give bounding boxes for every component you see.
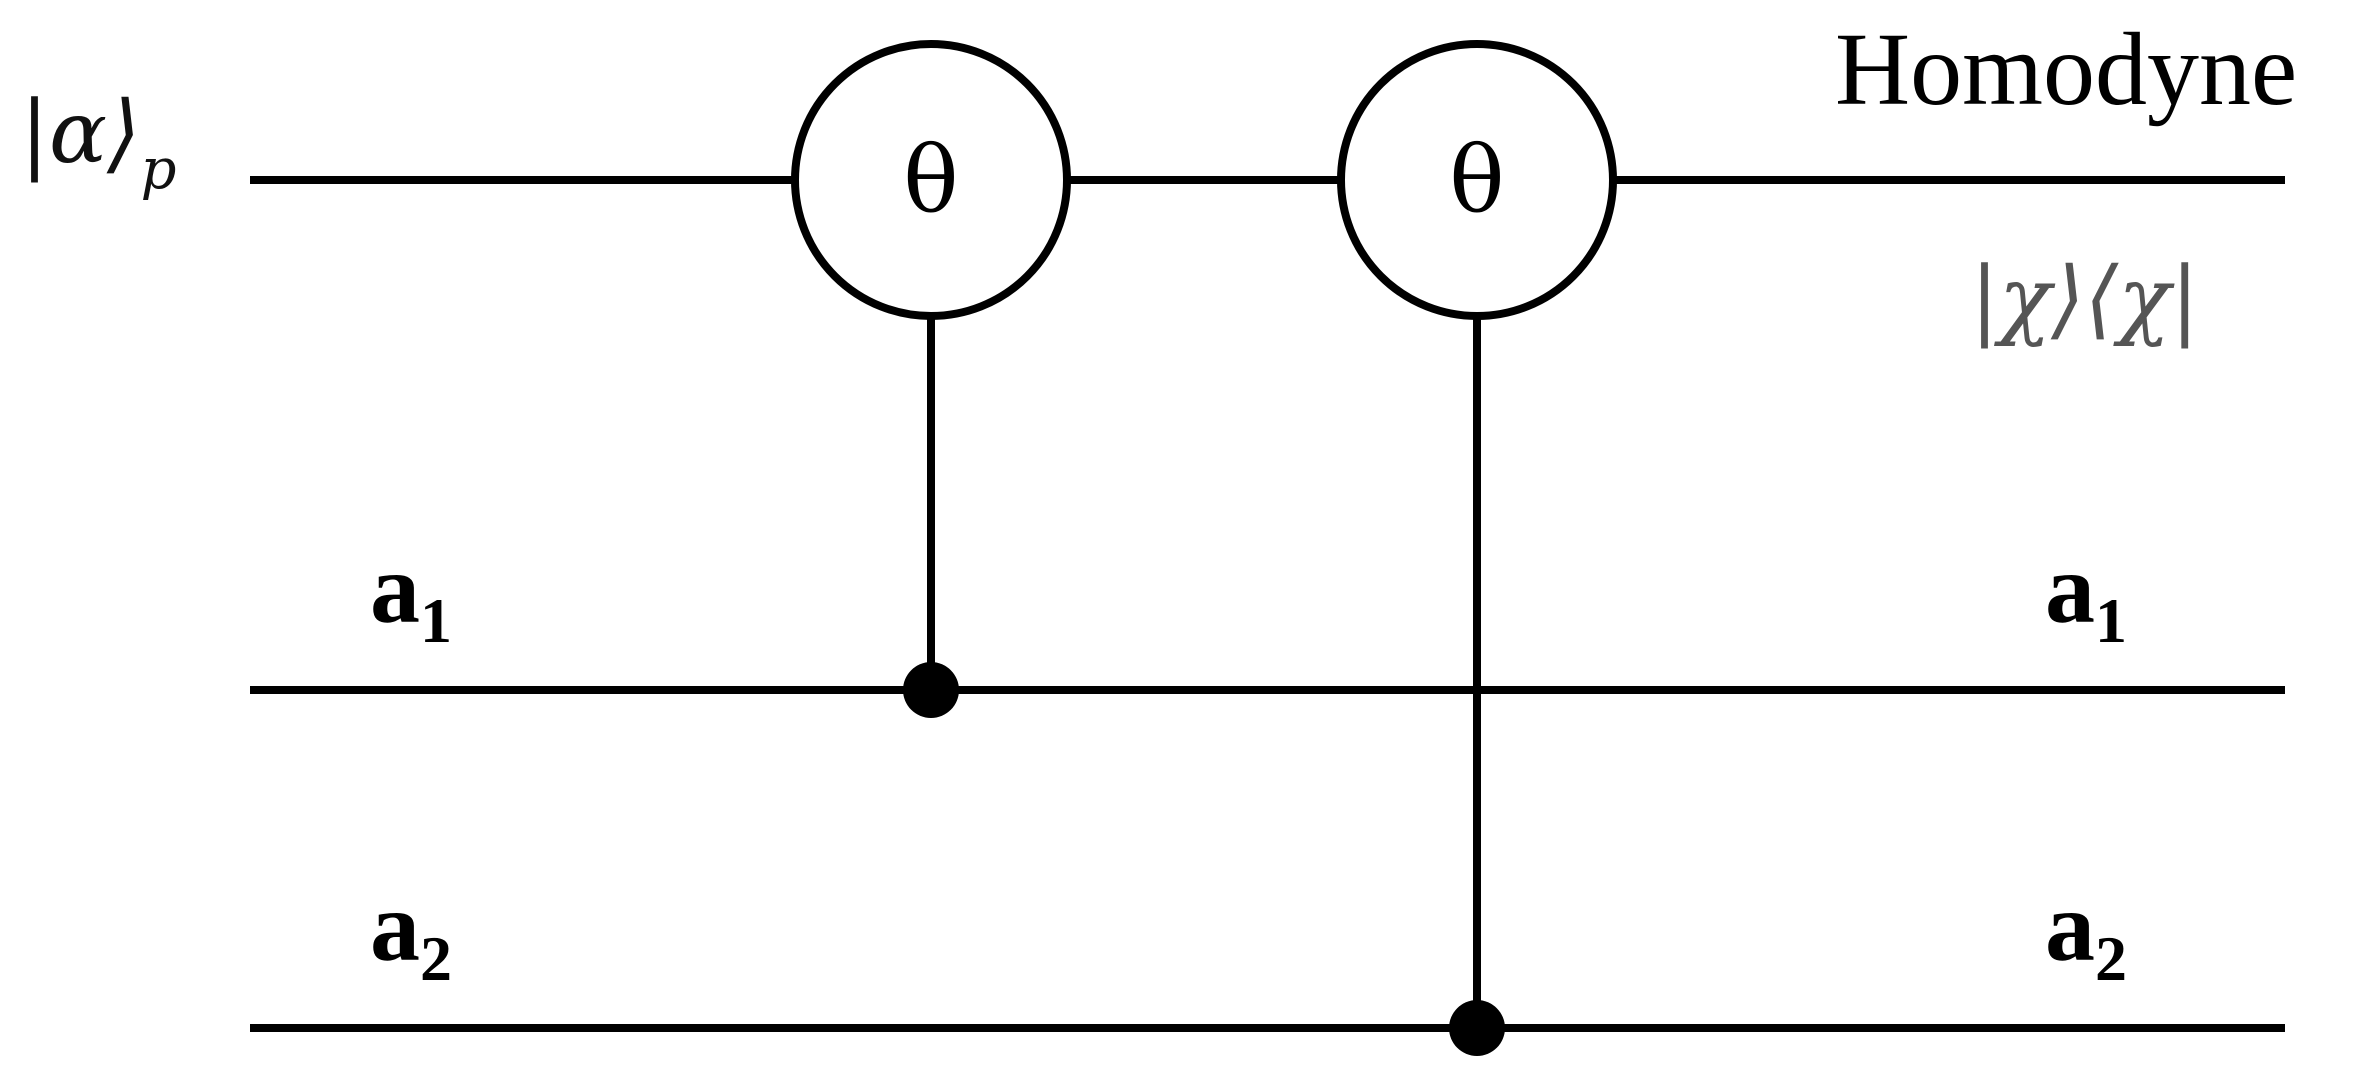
mode1-input-label: a1 — [370, 533, 452, 656]
gate-1: θ — [791, 40, 1071, 320]
gate2-label: θ — [1449, 127, 1504, 234]
mode1-input-letter: a — [370, 533, 420, 644]
gate-2: θ — [1337, 40, 1617, 320]
gate1-control-dot — [903, 662, 959, 718]
mode1-input-subscript: 1 — [420, 585, 452, 656]
probe-ket: |α⟩ — [20, 83, 141, 183]
gate2-control-dot — [1449, 1000, 1505, 1056]
mode2-output-label: a2 — [2045, 871, 2127, 994]
mode2-input-label: a2 — [370, 871, 452, 994]
mode1-output-letter: a — [2045, 533, 2095, 644]
measurement-projector: |χ⟩⟨χ| — [1970, 249, 2199, 349]
mode2-input-letter: a — [370, 871, 420, 982]
mode2-output-letter: a — [2045, 871, 2095, 982]
mode1-output-label: a1 — [2045, 533, 2127, 656]
probe-ket-subscript: p — [141, 137, 177, 202]
gate1-label: θ — [903, 127, 958, 234]
mode2-output-subscript: 2 — [2095, 923, 2127, 994]
probe-input-label: |α⟩p — [20, 83, 176, 202]
gate1-circle — [791, 40, 1071, 320]
mode2-input-subscript: 2 — [420, 923, 452, 994]
mode1-output-subscript: 1 — [2095, 585, 2127, 656]
measurement-title: Homodyne — [1835, 12, 2297, 127]
gate2-circle — [1337, 40, 1617, 320]
